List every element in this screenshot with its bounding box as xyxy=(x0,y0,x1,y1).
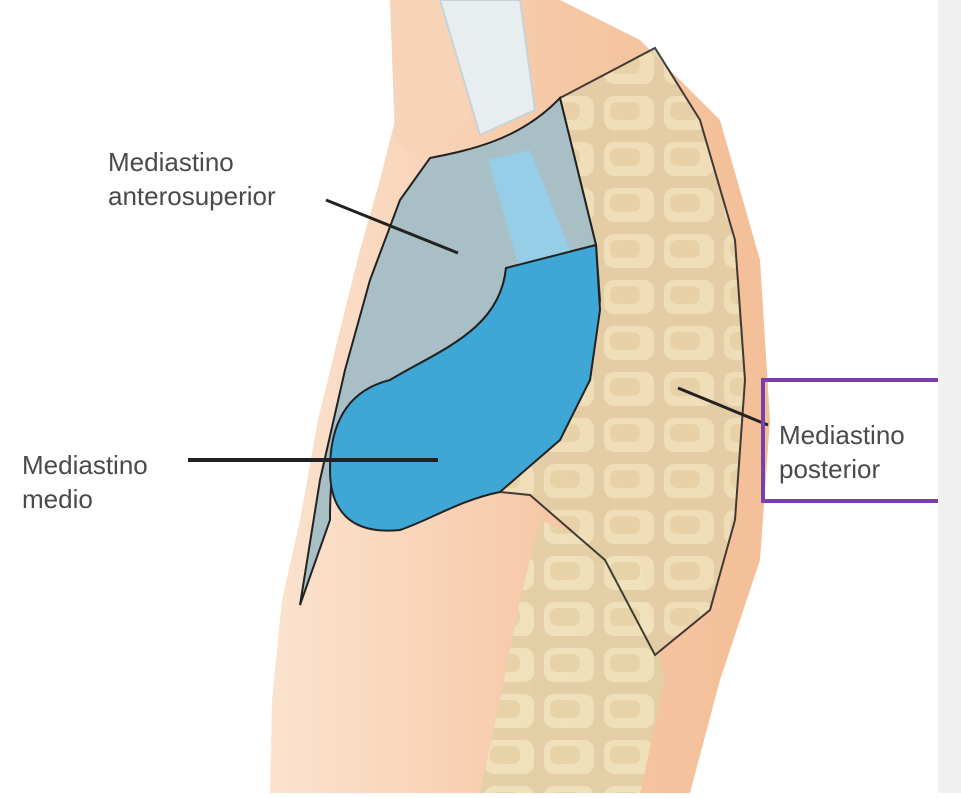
label-mediastino-anterosuperior: Mediastino anterosuperior xyxy=(108,145,276,213)
label-line-1: Mediastino xyxy=(22,448,148,482)
label-mediastino-medio: Mediastino medio xyxy=(22,448,148,516)
label-line-2: posterior xyxy=(779,452,905,486)
label-line-2: anterosuperior xyxy=(108,179,276,213)
label-line-1: Mediastino xyxy=(108,145,276,179)
label-line-1: Mediastino xyxy=(779,418,905,452)
scrollbar[interactable] xyxy=(938,0,961,793)
label-line-2: medio xyxy=(22,482,148,516)
label-mediastino-posterior: Mediastino posterior xyxy=(779,418,905,486)
